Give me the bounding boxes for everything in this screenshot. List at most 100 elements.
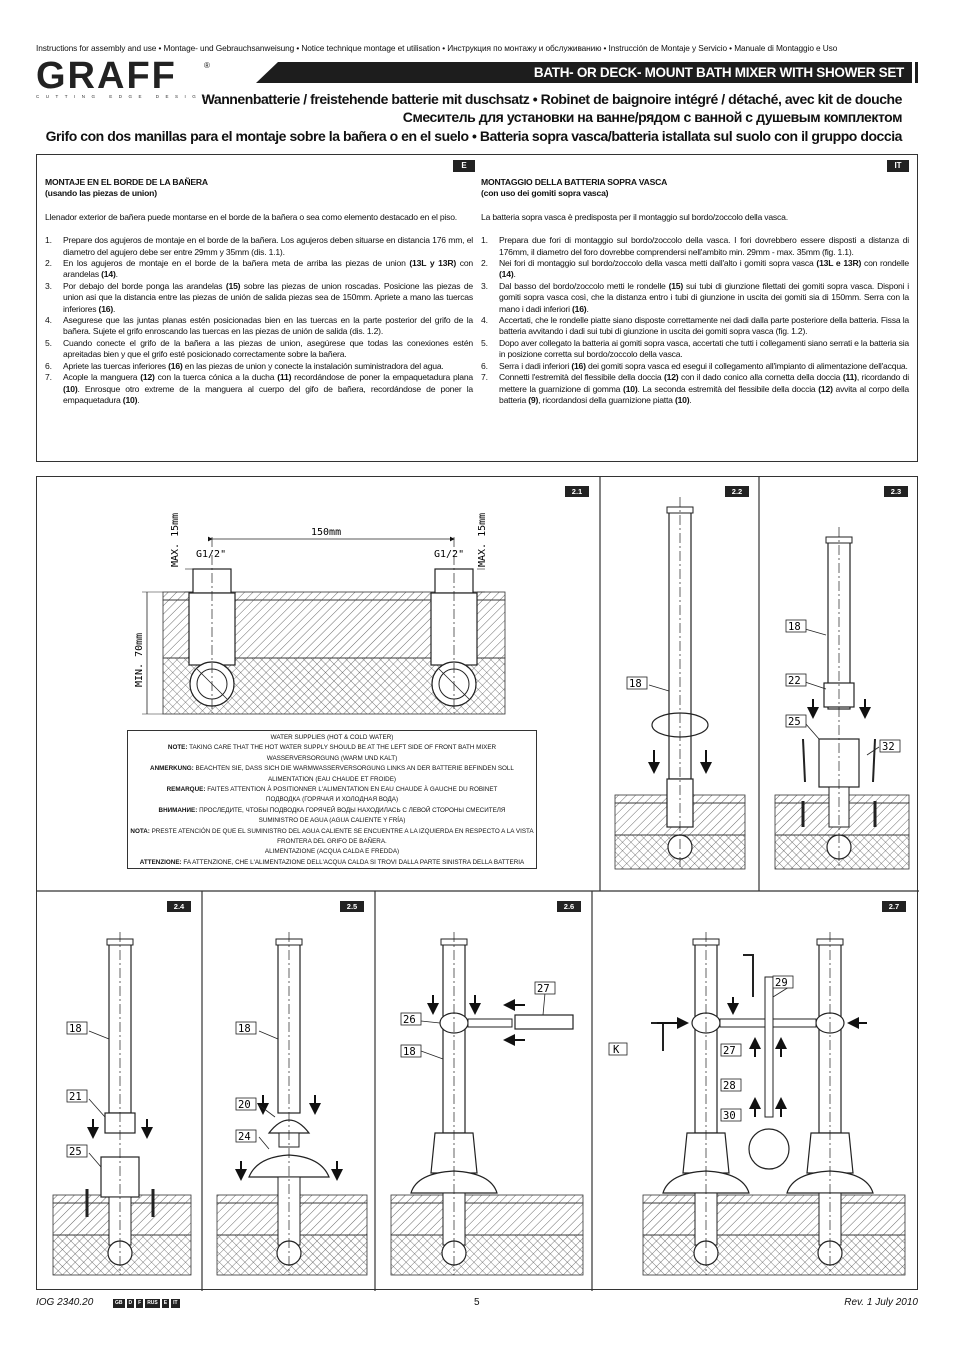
note-line: WASSERVERSORGUNG (WARM UND KALT) — [128, 754, 536, 764]
logo-tagline: CUTTING EDGE DESIGN — [36, 94, 213, 99]
language-flag: IT — [171, 1299, 180, 1308]
step-text: Cuando conecte el grifo de la bañera a l… — [63, 337, 473, 360]
note-text: FAITES ATTENTION À POSITIONNER L'ALIMENT… — [207, 786, 498, 794]
label-2-6-26: 26 — [403, 1014, 416, 1026]
es-step: 7. Acople la manguera (12) con la tuerca … — [45, 372, 473, 406]
step-number: 5. — [481, 337, 488, 348]
step-text: Accertati, che le rondelle piatte siano … — [499, 315, 909, 337]
language-flag: E — [161, 1299, 170, 1308]
es-step: 4.Asegurese que las juntas planas estén … — [45, 315, 473, 338]
note-text: TAKING CARE THAT THE HOT WATER SUPPLY SH… — [189, 744, 497, 752]
italian-column: MONTAGGIO DELLA BATTERIA SOPRA VASCA (co… — [481, 163, 909, 406]
thread-label-right: G1/2" — [434, 549, 464, 560]
max15-right: MAX. 15mm — [477, 513, 488, 567]
note-text: PRESTE ATENCIÓN DE QUE EL SUMINISTRO DEL… — [151, 827, 534, 846]
fig-tab-2-3: 2.3 — [884, 486, 908, 497]
subtitle-es-it: Grifo con dos manillas para el montaje s… — [45, 128, 903, 144]
it-step: 7. Connetti l'estremità del flessibile de… — [481, 372, 909, 406]
note-line: ALIMENTATION (EAU CHAUDE ET FROIDE) — [128, 775, 536, 785]
label-2-5-18: 18 — [238, 1023, 251, 1035]
note-line: ANMERKUNG: BEACHTEN SIE, DASS SICH DIE W… — [128, 764, 536, 774]
header-languages: Instructions for assembly and use • Mont… — [36, 43, 838, 53]
min70-label: MIN. 70mm — [134, 633, 145, 687]
es-step: 3.Por debajo del borde ponga las arandel… — [45, 281, 473, 315]
label-2-3-18: 18 — [788, 621, 801, 633]
step-number: 2. — [481, 258, 488, 269]
step-text: Acople la manguera (12) con la tuerca có… — [63, 372, 474, 405]
spanish-steps: 1.Prepare dos agujeros de montaje en el … — [45, 235, 473, 406]
registered-mark: ® — [204, 61, 210, 70]
fig-tab-2-4: 2.4 — [167, 901, 191, 912]
note-text: ALIMENTATION (EAU CHAUDE ET FROIDE) — [267, 775, 397, 783]
step-text: Por debajo del borde ponga las arandelas… — [63, 280, 473, 314]
note-line: ALIMENTAZIONE (ACQUA CALDA E FREDDA) — [128, 847, 536, 857]
document-code: IOG 2340.20 — [36, 1297, 94, 1308]
es-step: 2.En los agujeros de montaje en el borde… — [45, 258, 473, 281]
it-step: 5. Dopo aver collegato la batteria ai gom… — [481, 338, 909, 361]
language-flag: F — [136, 1299, 144, 1308]
note-text: ALIMENTAZIONE (ACQUA CALDA E FREDDA) — [264, 848, 400, 856]
fig-tab-2-6: 2.6 — [557, 901, 581, 912]
figure-2-5-drawing — [216, 932, 368, 1276]
step-number: 4. — [481, 315, 488, 326]
step-text: Apriete las tuercas inferiores (16) en l… — [63, 360, 444, 371]
label-2-3-32: 32 — [882, 741, 895, 753]
it-step: 4. Accertati, che le rondelle piatte sian… — [481, 315, 909, 338]
note-label: NOTE: — [167, 744, 188, 752]
step-number: 7. — [45, 372, 52, 383]
step-text: Connetti l'estremità del flessibile dell… — [499, 372, 909, 405]
italian-heading: MONTAGGIO DELLA BATTERIA SOPRA VASCA — [481, 177, 668, 187]
step-text: Serra i dadi inferiori (16) dei gomiti s… — [499, 360, 908, 371]
note-text: SUMINISTRO DE AGUA (AGUA CALIENTE Y FRÍA… — [258, 817, 406, 825]
italian-intro: La batteria sopra vasca è predisposta pe… — [481, 211, 788, 222]
step-number: 7. — [481, 372, 488, 383]
title-bar-shape — [256, 62, 918, 83]
label-2-7-27: 27 — [723, 1045, 736, 1057]
es-step: 1.Prepare dos agujeros de montaje en el … — [45, 235, 473, 258]
max15-left: MAX. 15mm — [170, 513, 181, 567]
dim-150-label: 150mm — [311, 527, 341, 538]
note-label: REMARQUE: — [166, 786, 206, 794]
label-2-3-22: 22 — [788, 675, 801, 687]
language-flag: D — [126, 1299, 135, 1308]
it-step: 3.Dal basso del bordo/zoccolo metti le r… — [481, 281, 909, 315]
es-step: 6.Apriete las tuercas inferiores (16) en… — [45, 361, 473, 372]
thread-label-left: G1/2" — [196, 549, 226, 560]
label-2-3-25: 25 — [788, 716, 801, 728]
note-line: NOTA: PRESTE ATENCIÓN DE QUE EL SUMINIST… — [128, 827, 536, 848]
spanish-tab: E — [453, 160, 475, 172]
graff-logo: GRAFF ® CUTTING EDGE DESIGN — [36, 57, 216, 102]
fig-tab-2-5: 2.5 — [340, 901, 364, 912]
subtitle-de-fr: Wannenbatterie / freistehende batterie m… — [201, 91, 903, 107]
water-supply-notes: WATER SUPPLIES (HOT & COLD WATER) NOTE: T… — [127, 730, 537, 869]
subtitle-ru: Смеситель для установки на ванне/рядом с… — [402, 109, 903, 125]
step-text: En los agujeros de montaje en el borde d… — [63, 258, 473, 280]
step-text: Dopo aver collegato la batteria ai gomit… — [499, 337, 910, 360]
label-2-4-18: 18 — [69, 1023, 82, 1035]
note-text: WATER SUPPLIES (HOT & COLD WATER) — [270, 734, 394, 741]
note-label: NOTA: — [130, 827, 150, 835]
note-line: NOTE: TAKING CARE THAT THE HOT WATER SUP… — [128, 743, 536, 753]
note-line: REMARQUE: FAITES ATTENTION À POSITIONNER… — [128, 785, 536, 795]
spanish-subheading: (usando las piezas de union) — [45, 188, 157, 199]
note-line: ВНИМАНИЕ: ПРОСЛЕДИТЕ, ЧТОБЫ ПОДВОДКА ГОР… — [128, 806, 536, 816]
it-step: 2. Nei fori di montaggio sul bordo/zoccol… — [481, 258, 909, 281]
note-line: ATTENZIONE: FA ATTENZIONE, CHE L'ALIMENT… — [128, 858, 536, 868]
figure-2-3-drawing — [774, 527, 910, 870]
italian-steps: 1.Prepara due fori di montaggio sul bord… — [481, 235, 909, 406]
spanish-heading: MONTAJE EN EL BORDE DE LA BAÑERA — [45, 177, 208, 187]
label-2-6-18: 18 — [403, 1046, 416, 1058]
note-line: WATER SUPPLIES (HOT & COLD WATER) — [128, 733, 536, 743]
it-step: 6.Serra i dadi inferiori (16) dei gomiti… — [481, 361, 909, 372]
fig-tab-2-2: 2.2 — [725, 486, 749, 497]
note-text: WASSERVERSORGUNG (WARM UND KALT) — [266, 754, 398, 762]
label-2-5-20: 20 — [238, 1099, 251, 1111]
step-number: 3. — [481, 280, 488, 291]
step-number: 1. — [45, 235, 52, 246]
step-text: Nei fori di montaggio sul bordo/zoccolo … — [499, 258, 910, 280]
note-label: ATTENZIONE: — [139, 858, 182, 866]
instructions-box: E IT MONTAJE EN EL BORDE DE LA BAÑERA (u… — [36, 154, 918, 462]
italian-subheading: (con uso dei gomiti sopra vasca) — [481, 188, 609, 199]
note-text: FA ATTENZIONE, CHE L'ALIMENTAZIONE DELL'… — [183, 858, 525, 866]
